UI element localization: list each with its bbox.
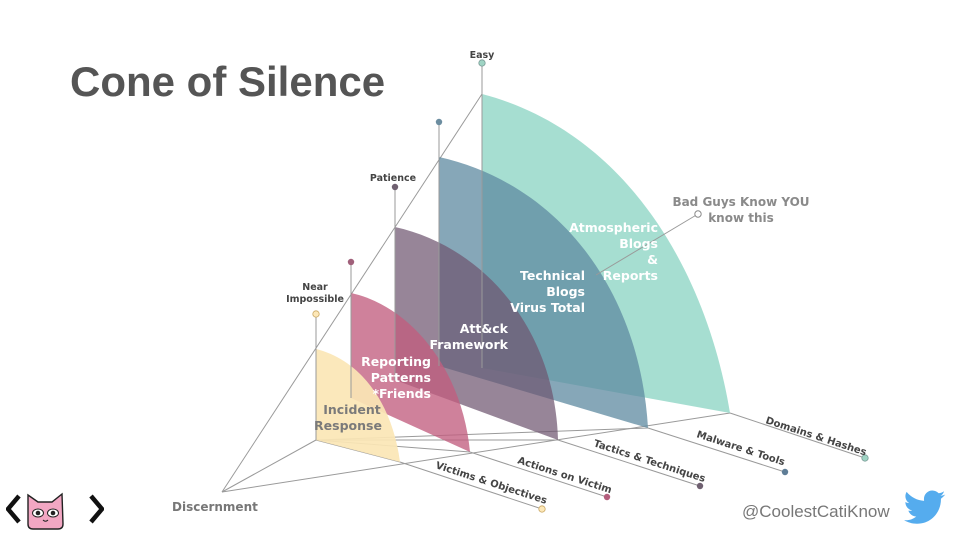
marker-technical xyxy=(435,118,443,126)
layer-label-reporting-1: Reporting xyxy=(361,354,431,369)
layer-label-atmospheric-3: & xyxy=(647,252,658,267)
leader-malware xyxy=(647,427,786,473)
callout-leader xyxy=(595,213,699,276)
layer-label-atmospheric-1: Atmospheric xyxy=(569,220,658,235)
layer-label-reporting-2: Patterns xyxy=(371,370,431,385)
twitter-bird-icon xyxy=(904,490,946,524)
layer-label-technical-2: Blogs xyxy=(546,284,585,299)
marker-patience xyxy=(391,183,399,191)
label-easy: Easy xyxy=(470,50,496,61)
marker-tactics xyxy=(696,482,704,490)
layer-label-attck-2: Framework xyxy=(430,337,509,352)
cat-code-logo-icon xyxy=(6,492,104,530)
marker-reporting xyxy=(347,258,355,266)
incident-layer xyxy=(316,349,400,462)
axis-guide-victims xyxy=(221,439,317,493)
label-discernment: Discernment xyxy=(172,500,258,514)
leader-domains xyxy=(729,412,866,459)
layer-label-technical-3: Virus Total xyxy=(510,300,585,315)
label-patience: Patience xyxy=(370,173,416,184)
leader-victims xyxy=(399,461,543,510)
label-near-impossible-line1: Near xyxy=(302,282,328,293)
layer-label-technical-1: Technical xyxy=(520,268,585,283)
layer-label-attck-1: Att&ck xyxy=(460,321,509,336)
callout-marker xyxy=(694,210,702,218)
label-near-impossible-line2: Impossible xyxy=(286,294,344,305)
label-tactics: Tactics & Techniques xyxy=(592,438,707,485)
callout-text-1: Bad Guys Know YOU xyxy=(672,195,809,209)
leader-actions xyxy=(469,451,608,498)
label-malware: Malware & Tools xyxy=(695,429,786,468)
layer-label-atmospheric-2: Blogs xyxy=(619,236,658,251)
page-title: Cone of Silence xyxy=(70,58,386,105)
marker-malware xyxy=(781,468,789,476)
reporting-layer xyxy=(351,293,470,452)
marker-near-impossible xyxy=(312,310,320,318)
label-domains: Domains & Hashes xyxy=(764,415,868,458)
twitter-handle: @CoolestCatiKnow xyxy=(742,502,890,521)
leader-tactics xyxy=(557,439,701,487)
callout-text-2: know this xyxy=(708,211,774,225)
marker-domains xyxy=(861,454,869,462)
layer-label-incident-2: Response xyxy=(314,418,382,433)
layer-label-incident-1: Incident xyxy=(323,402,381,417)
marker-easy xyxy=(478,59,486,67)
marker-victims xyxy=(538,505,546,513)
marker-actions xyxy=(603,493,611,501)
layer-label-atmospheric-4: Reports xyxy=(603,268,658,283)
layer-label-reporting-3: *Friends xyxy=(373,386,432,401)
